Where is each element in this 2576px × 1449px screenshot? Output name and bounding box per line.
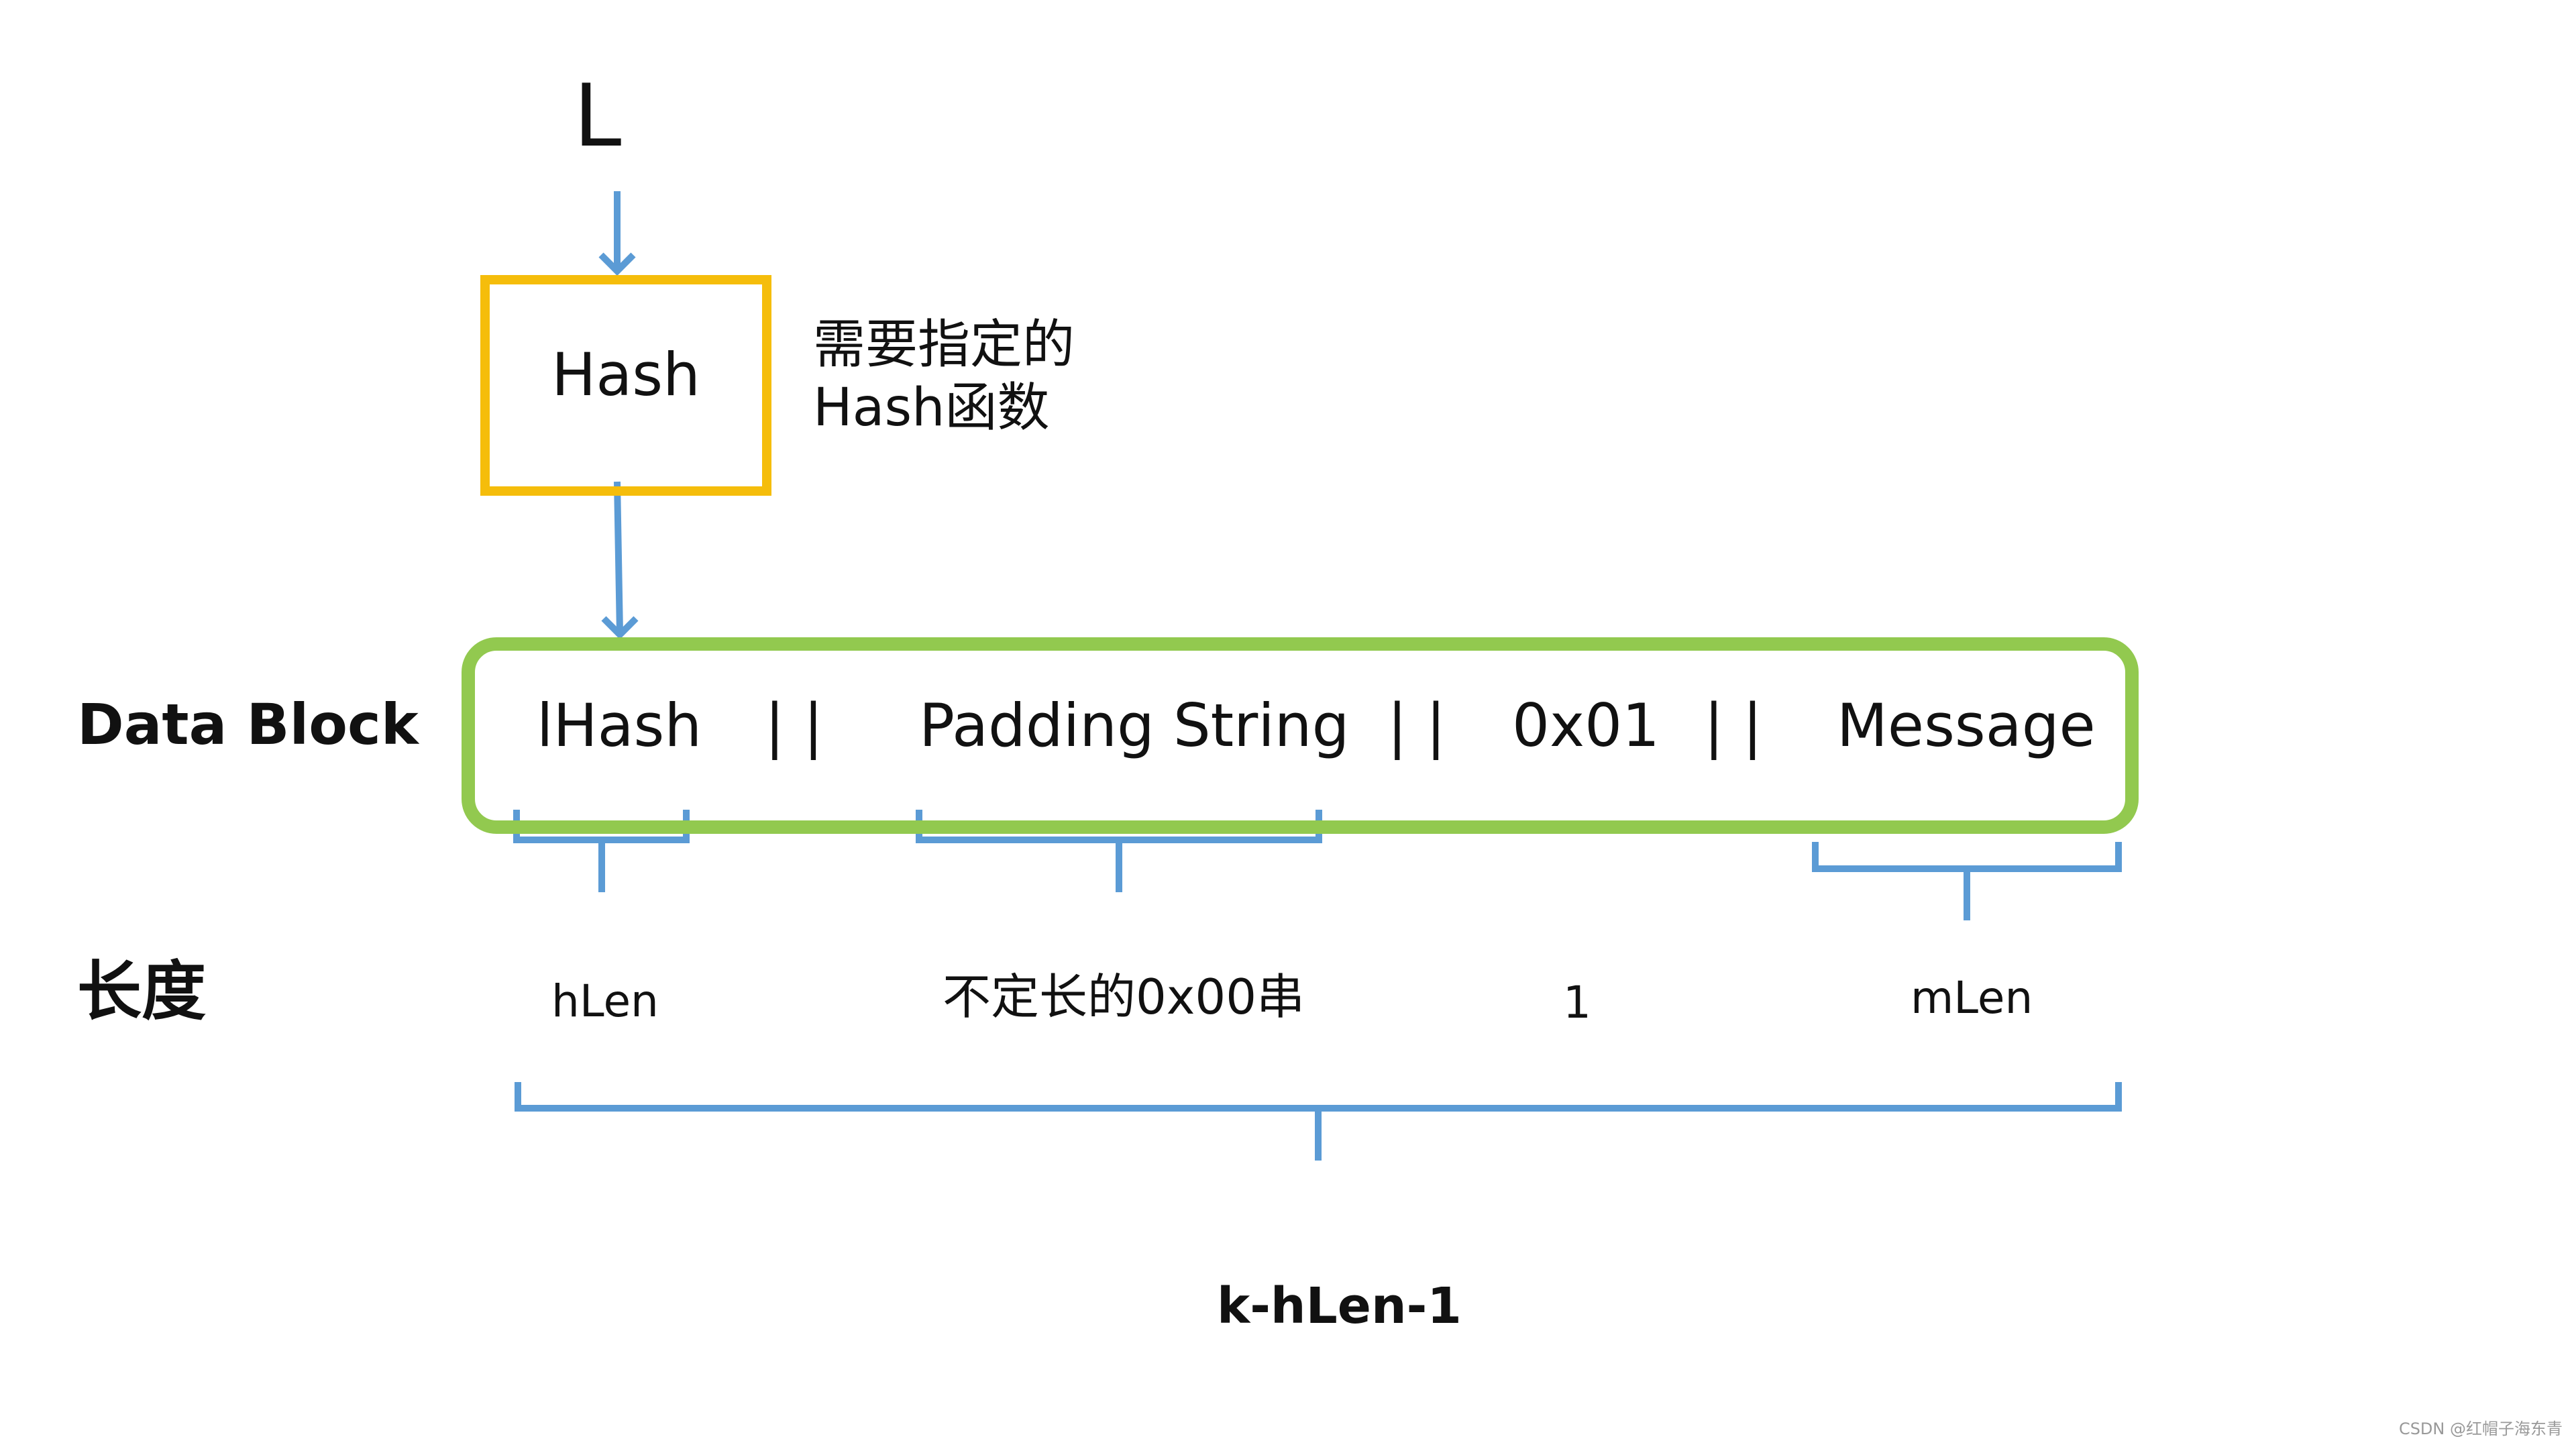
length-padding: 不定长的0x00串 (943, 969, 1305, 1025)
hash-box-label: Hash (551, 340, 700, 409)
arrow-hash-to-lhash (601, 481, 639, 640)
hash-note: 需要指定的 Hash函数 (813, 314, 1075, 439)
field-separator-1: | | (765, 691, 824, 760)
field-message: Message (1837, 691, 2096, 760)
input-label-L: L (574, 66, 622, 166)
field-padding-string: Padding String (919, 691, 1350, 760)
length-hlen: hLen (551, 975, 659, 1027)
brace-message (1812, 842, 2122, 920)
hash-note-line1: 需要指定的 (813, 315, 1075, 375)
arrow-input-to-hash (598, 191, 636, 276)
data-block-title: Data Block (77, 692, 419, 757)
total-length: k-hLen-1 (1217, 1277, 1462, 1335)
length-title: 长度 (77, 954, 206, 1029)
data-block-frame (462, 637, 2139, 834)
hash-note-line2: Hash函数 (813, 377, 1050, 438)
brace-total (515, 1082, 2122, 1161)
length-mlen: mLen (1911, 972, 2033, 1024)
length-one: 1 (1563, 977, 1591, 1028)
watermark: CSDN @红帽子海东青 (2398, 1419, 2563, 1438)
field-lhash: lHash (537, 691, 702, 760)
field-separator-2: | | (1387, 691, 1446, 760)
field-separator-3: | | (1704, 691, 1763, 760)
hash-box (480, 275, 771, 496)
field-0x01: 0x01 (1512, 691, 1660, 760)
